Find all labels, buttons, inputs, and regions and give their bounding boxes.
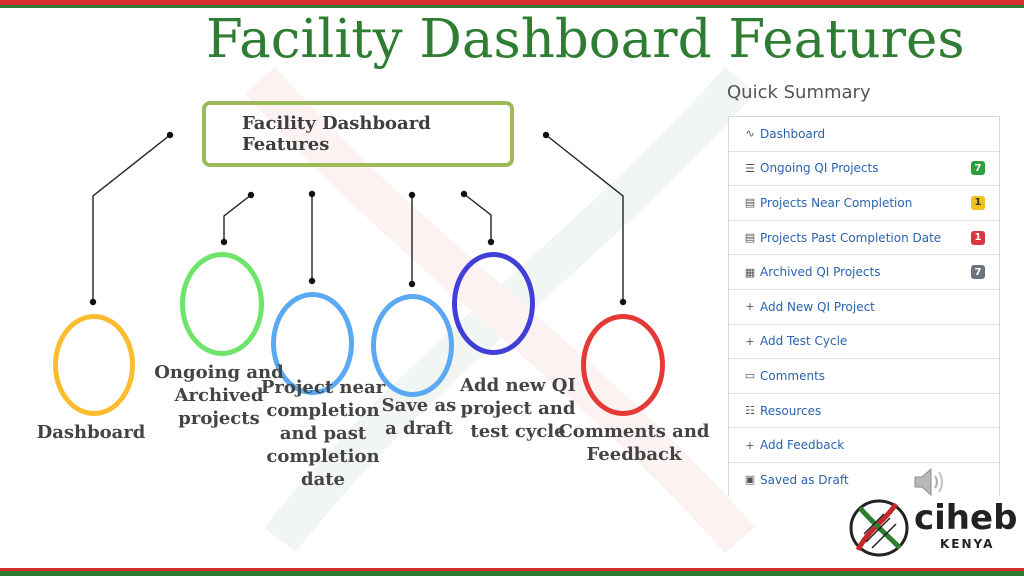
logo-wordmark: ciheb — [914, 498, 1018, 538]
document-icon: ☷ — [745, 404, 755, 418]
quick-summary-item-label: Add Test Cycle — [760, 334, 848, 349]
quick-summary-item[interactable]: + Add Test Cycle — [729, 325, 999, 360]
label-line: Dashboard — [36, 422, 146, 443]
bottom-green-stripe — [0, 571, 1024, 576]
label-line: Archived — [174, 385, 264, 406]
label-line: completion — [266, 446, 380, 467]
label-line: date — [300, 469, 345, 490]
archive-icon: ▦ — [744, 265, 756, 279]
feature-label-add-qi-project: Add new QI project and test cycle — [454, 374, 582, 443]
center-box-label: Facility Dashboard Features — [242, 113, 431, 155]
quick-summary-item-label: Comments — [760, 368, 826, 383]
quick-summary-panel: ∿ Dashboard ☰ Ongoing QI Projects 7 ▤ Projects… — [728, 116, 1000, 496]
feature-label-comments-feedback: Comments and Feedback — [558, 420, 710, 466]
quick-summary-item[interactable]: ▣ Saved as Draft — [729, 463, 999, 496]
connector-lines — [89, 131, 627, 306]
calendar-icon: ▤ — [744, 196, 756, 210]
plus-icon: + — [745, 300, 755, 314]
count-badge: 7 — [971, 161, 985, 176]
quick-summary-title: Quick Summary — [727, 82, 871, 103]
comment-icon: ▭ — [744, 369, 756, 383]
slide-title: Facility Dashboard Features — [206, 9, 965, 70]
activity-icon: ∿ — [745, 127, 755, 141]
add-qi-project-ring — [452, 252, 535, 355]
top-green-stripe — [0, 5, 1024, 8]
near-completion-ring — [271, 292, 354, 395]
quick-summary-item[interactable]: ☷ Resources — [729, 394, 999, 429]
quick-summary-item[interactable]: ▭ Comments — [729, 359, 999, 394]
center-feature-box: Facility Dashboard Features — [202, 101, 514, 167]
quick-summary-item-label: Projects Past Completion Date — [760, 230, 942, 245]
label-line: completion — [266, 400, 380, 421]
calendar-icon: ▤ — [744, 231, 756, 245]
quick-summary-item-label: Dashboard — [760, 126, 826, 141]
plus-icon: + — [745, 438, 755, 452]
quick-summary-item-label: Archived QI Projects — [760, 265, 881, 280]
feature-label-ongoing-archived: Ongoing and Archived projects — [153, 361, 285, 430]
plus-icon: + — [745, 334, 755, 348]
quick-summary-item-label: Add Feedback — [760, 438, 845, 453]
logo-subtitle: KENYA — [940, 537, 995, 551]
dashboard-ring — [53, 314, 135, 416]
label-line: a draft — [385, 418, 453, 439]
label-line: Ongoing and — [154, 362, 284, 383]
quick-summary-item-label: Resources — [760, 403, 822, 418]
label-line: Project near — [260, 377, 386, 398]
count-badge: 1 — [971, 195, 985, 210]
label-line: Save as — [381, 395, 457, 416]
top-red-stripe — [0, 0, 1024, 5]
quick-summary-item-label: Saved as Draft — [760, 472, 849, 487]
feature-label-dashboard: Dashboard — [33, 421, 149, 444]
comments-feedback-ring — [581, 314, 665, 416]
feature-label-save-draft: Save as a draft — [372, 394, 466, 440]
quick-summary-item[interactable]: + Add Feedback — [729, 428, 999, 463]
list-icon: ☰ — [745, 161, 755, 175]
quick-summary-item[interactable]: ▤ Projects Near Completion 1 — [729, 186, 999, 221]
label-line: Add new QI — [460, 375, 576, 396]
quick-summary-item-label: Ongoing QI Projects — [760, 161, 879, 176]
save-icon: ▣ — [744, 473, 756, 487]
quick-summary-item[interactable]: ☰ Ongoing QI Projects 7 — [729, 152, 999, 187]
label-line: projects — [178, 408, 260, 429]
quick-summary-item[interactable]: ▤ Projects Past Completion Date 1 — [729, 221, 999, 256]
label-line: Comments and — [558, 421, 710, 442]
ciheb-logo-mark — [849, 499, 909, 557]
label-line: test cycle — [470, 421, 566, 442]
quick-summary-item[interactable]: + Add New QI Project — [729, 290, 999, 325]
speaker-icon[interactable] — [912, 466, 948, 498]
count-badge: 1 — [971, 230, 985, 245]
quick-summary-item[interactable]: ▦ Archived QI Projects 7 — [729, 255, 999, 290]
ongoing-archived-ring — [180, 252, 264, 356]
quick-summary-item-label: Projects Near Completion — [760, 195, 913, 210]
quick-summary-item[interactable]: ∿ Dashboard — [729, 117, 999, 152]
feature-label-near-completion: Project near completion and past complet… — [258, 376, 388, 491]
label-line: and past — [279, 423, 367, 444]
label-line: project and — [460, 398, 576, 419]
save-draft-ring — [371, 294, 454, 397]
quick-summary-item-label: Add New QI Project — [760, 299, 875, 314]
bottom-red-stripe — [0, 568, 1024, 571]
count-badge: 7 — [971, 265, 985, 280]
label-line: Feedback — [586, 444, 682, 465]
